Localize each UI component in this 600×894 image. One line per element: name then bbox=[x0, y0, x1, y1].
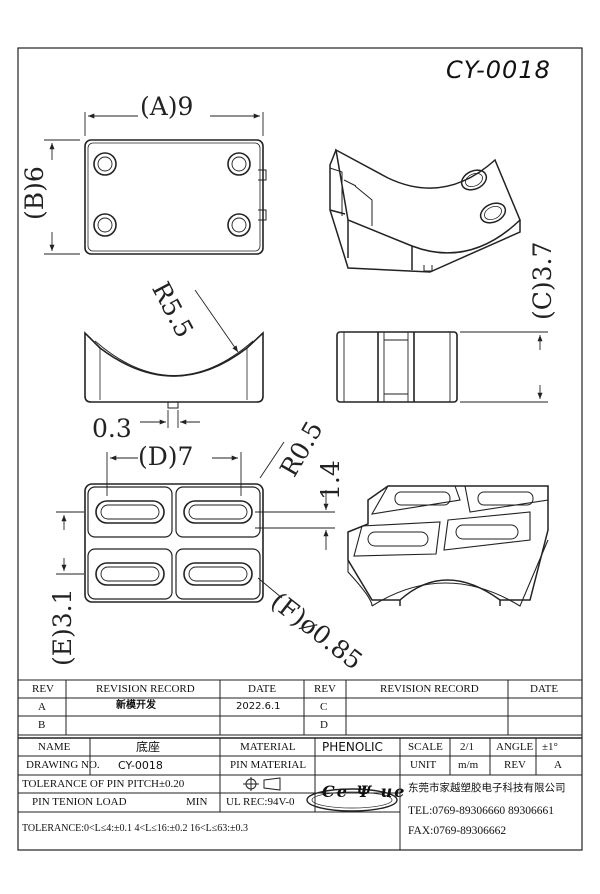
date-header-right: DATE bbox=[530, 683, 559, 695]
rev-a: A bbox=[38, 701, 46, 713]
sheet-border bbox=[17, 47, 583, 851]
scale-label: SCALE bbox=[408, 741, 443, 753]
rev-header-left: REV bbox=[32, 683, 54, 695]
dim-lines-bottom bbox=[56, 441, 335, 599]
dim-pitch-label: 1.4 bbox=[316, 460, 345, 500]
date-header-left: DATE bbox=[248, 683, 277, 695]
pin-material-label: PIN MATERIAL bbox=[230, 759, 307, 771]
isometric-view-2 bbox=[347, 485, 549, 607]
material-label: MATERIAL bbox=[240, 741, 296, 753]
scale-value: 2/1 bbox=[460, 741, 475, 753]
front-view bbox=[84, 331, 264, 409]
dim-gap-label: 0.3 bbox=[92, 414, 132, 443]
dim-d-label: (D)7 bbox=[138, 442, 194, 471]
name-value: 底座 bbox=[136, 740, 161, 754]
rev-value: A bbox=[554, 759, 562, 771]
pin-tension-label: PIN TENION LOAD bbox=[32, 796, 127, 808]
pin-tension-value: MIN bbox=[186, 796, 208, 808]
dim-b-label: (B)6 bbox=[20, 166, 49, 220]
dim-a-label: (A)9 bbox=[140, 92, 194, 121]
bottom-view bbox=[84, 483, 264, 603]
drawing-code: CY-0018 bbox=[446, 56, 551, 84]
top-view bbox=[84, 139, 267, 255]
revision-record-header-right: REVISION RECORD bbox=[380, 683, 479, 695]
rev-header-right: REV bbox=[314, 683, 336, 695]
name-label: NAME bbox=[38, 741, 71, 753]
dim-c-label: (C)3.7 bbox=[528, 241, 557, 320]
pin-symbol-icon bbox=[243, 777, 281, 791]
dim-lines-top bbox=[44, 112, 264, 255]
revision-record-a: 新模开发 bbox=[116, 700, 156, 711]
company-name: 东莞市家越塑胶电子科技有限公司 bbox=[408, 782, 566, 794]
rev-b: B bbox=[38, 719, 46, 731]
tolerance-pin-pitch: TOLERANCE OF PIN PITCH±0.20 bbox=[22, 778, 185, 790]
logo-text: Ce Ψ ue bbox=[322, 782, 407, 801]
revision-record-header-left: REVISION RECORD bbox=[96, 683, 195, 695]
title-block-grid bbox=[18, 679, 582, 850]
ul-rec: UL REC:94V-0 bbox=[226, 796, 295, 808]
date-a: 2022.6.1 bbox=[236, 701, 281, 712]
unit-label: UNIT bbox=[410, 759, 437, 771]
side-view bbox=[336, 331, 458, 403]
rev-c: C bbox=[320, 701, 328, 713]
company-tel: TEL:0769-89306660 89306661 bbox=[408, 805, 554, 817]
general-tolerance: TOLERANCE:0<L≤4:±0.1 4<L≤16:±0.2 16<L≤63… bbox=[22, 823, 249, 834]
dim-lines-front bbox=[140, 289, 239, 428]
angle-label: ANGLE bbox=[496, 741, 534, 753]
rev-label: REV bbox=[504, 759, 526, 771]
dim-e-label: (E)3.1 bbox=[48, 588, 77, 666]
unit-value: m/m bbox=[458, 759, 479, 771]
dim-lines-side bbox=[460, 331, 548, 403]
drawing-no-value: CY-0018 bbox=[118, 759, 163, 772]
material-value: PHENOLIC bbox=[322, 740, 383, 754]
angle-value: ±1° bbox=[542, 741, 558, 753]
company-fax: FAX:0769-89306662 bbox=[408, 825, 507, 837]
drawing-no-label: DRAWING NO. bbox=[26, 759, 100, 771]
isometric-view-1 bbox=[329, 148, 521, 273]
rev-d: D bbox=[320, 719, 328, 731]
company-logo-icon bbox=[306, 788, 398, 812]
